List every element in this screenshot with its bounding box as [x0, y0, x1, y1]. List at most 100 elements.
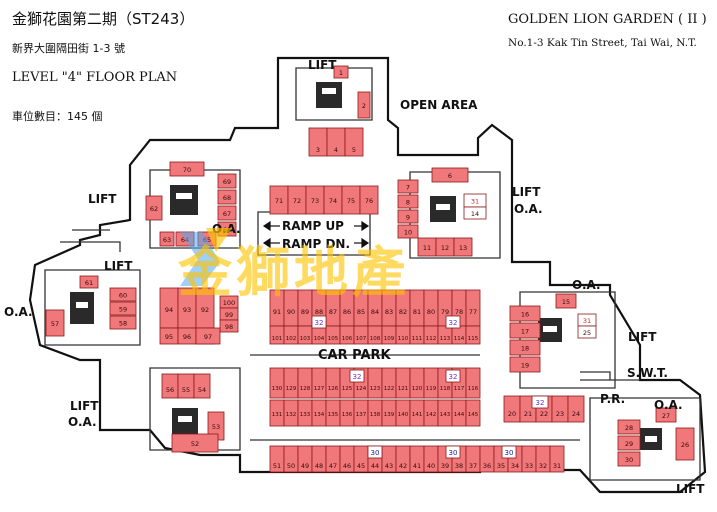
- parking-space[interactable]: 29: [617, 435, 641, 451]
- parking-space[interactable]: 119: [423, 367, 439, 399]
- parking-space[interactable]: 20: [503, 395, 521, 423]
- parking-space[interactable]: 137: [353, 399, 369, 427]
- parking-space[interactable]: 114: [451, 325, 467, 345]
- parking-space[interactable]: 116: [465, 367, 481, 399]
- parking-space[interactable]: 139: [381, 399, 397, 427]
- parking-space[interactable]: 102: [283, 325, 299, 345]
- parking-space[interactable]: 55: [177, 373, 195, 399]
- parking-space[interactable]: 28: [617, 419, 641, 435]
- parking-space[interactable]: 23: [551, 395, 569, 423]
- parking-space[interactable]: 134: [311, 399, 327, 427]
- parking-space[interactable]: 36: [479, 445, 495, 473]
- parking-space[interactable]: 80: [423, 289, 439, 327]
- parking-space[interactable]: 2: [357, 91, 371, 119]
- parking-space[interactable]: 4: [326, 127, 346, 157]
- parking-space[interactable]: 14: [463, 206, 487, 220]
- parking-space[interactable]: 70: [169, 161, 205, 177]
- parking-space[interactable]: 142: [423, 399, 439, 427]
- parking-space[interactable]: 138: [367, 399, 383, 427]
- parking-space[interactable]: 132: [283, 399, 299, 427]
- parking-space[interactable]: 48: [311, 445, 327, 473]
- parking-space[interactable]: 103: [297, 325, 313, 345]
- parking-space[interactable]: 111: [409, 325, 425, 345]
- parking-space[interactable]: 72: [287, 185, 307, 215]
- parking-space[interactable]: 69: [217, 173, 237, 189]
- parking-space[interactable]: 30: [367, 445, 383, 459]
- parking-space[interactable]: 17: [509, 322, 541, 339]
- parking-space[interactable]: 25: [577, 325, 597, 339]
- parking-space[interactable]: 92: [195, 287, 215, 329]
- parking-space[interactable]: 40: [423, 445, 439, 473]
- parking-space[interactable]: 5: [344, 127, 364, 157]
- parking-space[interactable]: 76: [359, 185, 379, 215]
- parking-space[interactable]: 19: [509, 356, 541, 373]
- parking-space[interactable]: 108: [367, 325, 383, 345]
- parking-space[interactable]: 45: [353, 445, 369, 473]
- parking-space[interactable]: 126: [325, 367, 341, 399]
- parking-space[interactable]: 47: [325, 445, 341, 473]
- parking-space[interactable]: 37: [465, 445, 481, 473]
- parking-space[interactable]: 98: [219, 319, 239, 333]
- parking-space[interactable]: 30: [445, 445, 461, 459]
- parking-space[interactable]: 81: [409, 289, 425, 327]
- parking-space[interactable]: 10: [397, 224, 419, 239]
- parking-space[interactable]: 32: [349, 369, 365, 383]
- parking-space[interactable]: 41: [409, 445, 425, 473]
- parking-space[interactable]: 6: [431, 167, 469, 183]
- parking-space[interactable]: 99: [219, 307, 239, 321]
- parking-space[interactable]: 33: [521, 445, 537, 473]
- parking-space[interactable]: 100: [219, 295, 239, 309]
- parking-space[interactable]: 61: [79, 275, 99, 289]
- parking-space[interactable]: 145: [465, 399, 481, 427]
- parking-space[interactable]: 8: [397, 194, 419, 209]
- parking-space[interactable]: 62: [145, 195, 163, 221]
- parking-space[interactable]: 106: [339, 325, 355, 345]
- parking-space[interactable]: 120: [409, 367, 425, 399]
- parking-space[interactable]: 49: [297, 445, 313, 473]
- parking-space[interactable]: 130: [269, 367, 285, 399]
- parking-space[interactable]: 101: [269, 325, 285, 345]
- parking-space[interactable]: 97: [195, 327, 221, 345]
- parking-space[interactable]: 107: [353, 325, 369, 345]
- parking-space[interactable]: 59: [109, 301, 137, 316]
- parking-space[interactable]: 30: [617, 451, 641, 467]
- parking-space[interactable]: 52: [171, 433, 219, 453]
- parking-space[interactable]: 9: [397, 209, 419, 224]
- parking-space[interactable]: 105: [325, 325, 341, 345]
- parking-space[interactable]: 32: [535, 445, 551, 473]
- parking-space[interactable]: 135: [325, 399, 341, 427]
- parking-space[interactable]: 136: [339, 399, 355, 427]
- parking-space[interactable]: 26: [675, 427, 695, 461]
- parking-space[interactable]: 96: [177, 327, 197, 345]
- parking-space[interactable]: 104: [311, 325, 327, 345]
- parking-space[interactable]: 75: [341, 185, 361, 215]
- parking-space[interactable]: 115: [465, 325, 481, 345]
- parking-space[interactable]: 18: [509, 339, 541, 356]
- parking-space[interactable]: 16: [509, 305, 541, 322]
- parking-space[interactable]: 133: [297, 399, 313, 427]
- parking-space[interactable]: 31: [463, 193, 487, 208]
- parking-space[interactable]: 43: [381, 445, 397, 473]
- parking-space[interactable]: 127: [311, 367, 327, 399]
- parking-space[interactable]: 50: [283, 445, 299, 473]
- parking-space[interactable]: 121: [395, 367, 411, 399]
- parking-space[interactable]: 94: [159, 287, 179, 329]
- parking-space[interactable]: 15: [555, 293, 577, 309]
- parking-space[interactable]: 30: [501, 445, 517, 459]
- parking-space[interactable]: 58: [109, 315, 137, 330]
- parking-space[interactable]: 131: [269, 399, 285, 427]
- parking-space[interactable]: 109: [381, 325, 397, 345]
- parking-space[interactable]: 141: [409, 399, 425, 427]
- parking-space[interactable]: 140: [395, 399, 411, 427]
- parking-space[interactable]: 51: [269, 445, 285, 473]
- parking-space[interactable]: 56: [161, 373, 179, 399]
- parking-space[interactable]: 32: [531, 395, 549, 409]
- parking-space[interactable]: 71: [269, 185, 289, 215]
- parking-space[interactable]: 63: [159, 231, 175, 247]
- parking-space[interactable]: 12: [435, 237, 455, 257]
- parking-space[interactable]: 13: [453, 237, 473, 257]
- parking-space[interactable]: 11: [417, 237, 437, 257]
- parking-space[interactable]: 143: [437, 399, 453, 427]
- parking-space[interactable]: 46: [339, 445, 355, 473]
- parking-space[interactable]: 122: [381, 367, 397, 399]
